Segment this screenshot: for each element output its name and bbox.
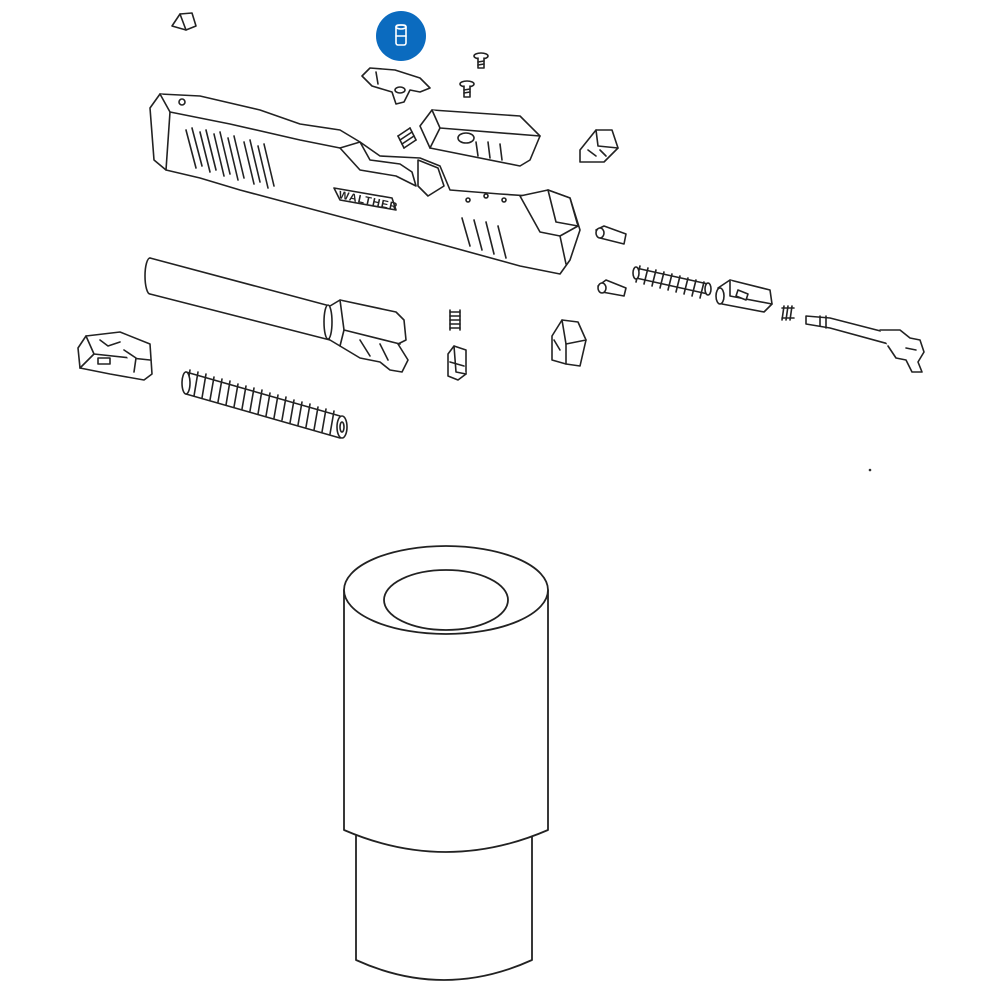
barrel-part[interactable]	[144, 257, 409, 373]
slide-part[interactable]	[149, 93, 581, 275]
screw-part-1[interactable]	[473, 52, 489, 69]
recoil-spring-part[interactable]	[181, 369, 348, 439]
rear-sight-part[interactable]	[579, 129, 619, 163]
plunger-part[interactable]	[447, 345, 467, 381]
small-spring-part[interactable]	[397, 127, 417, 149]
optic-cover-plate-part[interactable]	[419, 109, 541, 167]
vertical-spring-part[interactable]	[449, 309, 461, 331]
roll-pin-upper-part[interactable]	[595, 225, 627, 245]
front-sight-part[interactable]	[171, 12, 197, 31]
selected-part-marker[interactable]	[376, 11, 426, 61]
stray-dot	[868, 468, 872, 472]
front-block-part[interactable]	[77, 331, 153, 381]
firing-pin-spring-part[interactable]	[632, 265, 712, 299]
firing-pin-housing-part[interactable]	[715, 279, 773, 313]
small-coil-part[interactable]	[781, 305, 795, 321]
enlarged-cylinder-pin-part[interactable]	[343, 545, 549, 981]
cylinder-pin-icon	[395, 24, 407, 46]
extractor-part[interactable]	[361, 67, 431, 105]
roll-pin-lower-part[interactable]	[597, 279, 627, 297]
slide-rear-cover-part[interactable]	[551, 319, 587, 367]
screw-part-2[interactable]	[459, 80, 475, 98]
firing-pin-part[interactable]	[805, 315, 925, 373]
